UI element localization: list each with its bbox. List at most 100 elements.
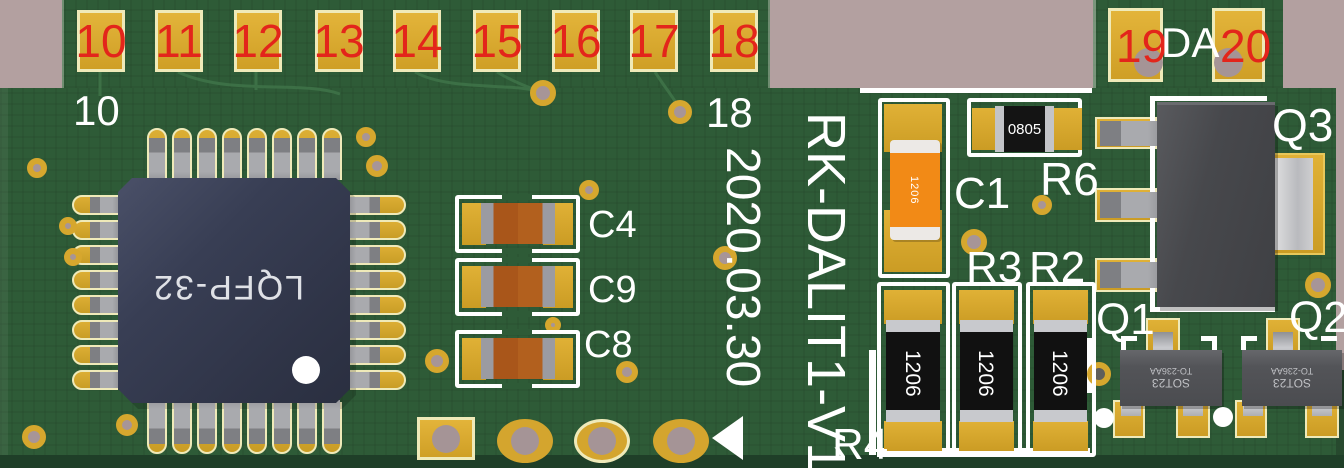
lqfp-lead (350, 372, 380, 388)
resistor-marking: 1206 (1048, 350, 1071, 397)
silk-label-18: 18 (706, 89, 753, 136)
silk-label-q2: Q2 (1289, 293, 1344, 342)
lqfp-lead (324, 138, 340, 180)
silk-label-q3: Q3 (1272, 99, 1334, 151)
silkscreen-outline (878, 98, 950, 278)
lqfp-lead (350, 272, 380, 288)
drill-hole-20 (1214, 48, 1243, 77)
silkscreen-outline-q3 (1153, 96, 1267, 101)
ic-lqfp32-body: LQFP-32 (118, 178, 350, 403)
silkscreen-gap (502, 329, 532, 335)
smd-pad-11: 11 (155, 10, 203, 72)
silk-label-r6: R6 (1040, 153, 1099, 205)
ic-pin1-dot (292, 356, 320, 384)
silkscreen-bar (877, 448, 1090, 457)
smd-pad-17: 17 (628, 10, 680, 72)
silk-label-r2: R2 (1029, 243, 1086, 292)
via (1032, 195, 1052, 215)
pad-number-18: 18 (708, 15, 760, 67)
silkscreen-outline-q3 (1150, 307, 1275, 312)
via (22, 425, 46, 449)
pad-number-15: 15 (471, 15, 523, 67)
drill-hole (432, 425, 460, 453)
smd-pad-13: 13 (313, 10, 365, 72)
lqfp-lead (350, 347, 380, 363)
smd-pad-16: 16 (550, 10, 602, 72)
smd-pad-14: 14 (391, 10, 443, 72)
lqfp-lead (324, 400, 340, 444)
sot23-marking: SOT23 TO-236AA (1120, 350, 1222, 406)
lqfp-lead (249, 400, 265, 444)
silk-label-q1: Q1 (1096, 295, 1155, 344)
resistor-pad (884, 421, 942, 451)
lqfp-lead (299, 138, 315, 180)
lqfp-lead (350, 247, 380, 263)
board-edge-left-highlight (0, 88, 8, 455)
lqfp-lead (224, 400, 240, 444)
silkscreen-bar (869, 350, 876, 455)
resistor-marking: 1206 (901, 350, 924, 397)
sot23-marking-line2: TO-236AA (1270, 366, 1314, 376)
resistor-pad (1033, 421, 1088, 451)
fiducial-dot (1213, 407, 1233, 427)
resistor-1206-r4: 1206 (877, 282, 950, 457)
resistor-pad (1033, 290, 1088, 324)
silkscreen-gap (502, 311, 532, 317)
orientation-triangle (712, 416, 743, 460)
drill-hole (511, 427, 539, 455)
via (579, 180, 599, 200)
silkscreen-gap (502, 248, 532, 254)
via (356, 127, 376, 147)
lqfp-lead (149, 138, 165, 180)
silkscreen-bracket (1121, 336, 1137, 341)
pad-number-20: 20 (1220, 20, 1272, 72)
resistor-marking: 1206 (974, 350, 997, 397)
capacitor-c1: 1206 (878, 98, 950, 278)
sot23-body: SOT23 TO-236AA (1242, 350, 1342, 406)
pad-number-14: 14 (391, 15, 443, 67)
silk-label-r3: R3 (966, 243, 1023, 292)
resistor-pad (1052, 108, 1082, 150)
via (1087, 362, 1111, 386)
capacitor-c4 (455, 194, 580, 254)
resistor-pad (972, 108, 997, 150)
via (59, 217, 77, 235)
lqfp-lead (199, 138, 215, 180)
cap-body (481, 266, 555, 307)
via (616, 361, 638, 383)
lqfp-lead (90, 297, 118, 313)
lqfp-lead (90, 372, 118, 388)
cap-body-orange: 1206 (890, 140, 940, 240)
resistor-marking: 0805 (1007, 120, 1042, 138)
sot23-marking-line1: SOT23 (1273, 376, 1312, 390)
lqfp-lead (299, 400, 315, 444)
ic-marking: LQFP-32 (152, 268, 304, 306)
lqfp-lead (199, 400, 215, 444)
silkscreen-bracket (1321, 336, 1337, 341)
lqfp-lead (90, 247, 118, 263)
smd-pad-15: 15 (471, 10, 523, 72)
resistor-pad (884, 290, 942, 324)
lqfp-lead (90, 322, 118, 338)
resistor-1206-r2: 1206 (1026, 282, 1096, 457)
lqfp-lead (90, 272, 118, 288)
board-title: RK-DALIT1-V1 (796, 112, 856, 468)
pad-number-16: 16 (550, 15, 602, 67)
resistor-pad (959, 290, 1014, 324)
via (27, 158, 47, 178)
sot223-tab (1275, 158, 1313, 250)
via (64, 248, 82, 266)
silk-label-r4: R4 (832, 420, 889, 468)
pad-number-13: 13 (313, 15, 365, 67)
silkscreen-bracket (1201, 336, 1217, 341)
drill-hole (667, 427, 695, 455)
silk-label-10: 10 (73, 87, 120, 134)
lqfp-lead (274, 400, 290, 444)
pad-number-11: 11 (155, 15, 203, 67)
resistor-r6: 0805 (967, 98, 1082, 157)
via (1305, 272, 1331, 298)
transistor-q2: SOT23 TO-236AA (1235, 316, 1344, 440)
silkscreen-outline (952, 282, 1022, 457)
silkscreen-bracket (1241, 336, 1257, 341)
